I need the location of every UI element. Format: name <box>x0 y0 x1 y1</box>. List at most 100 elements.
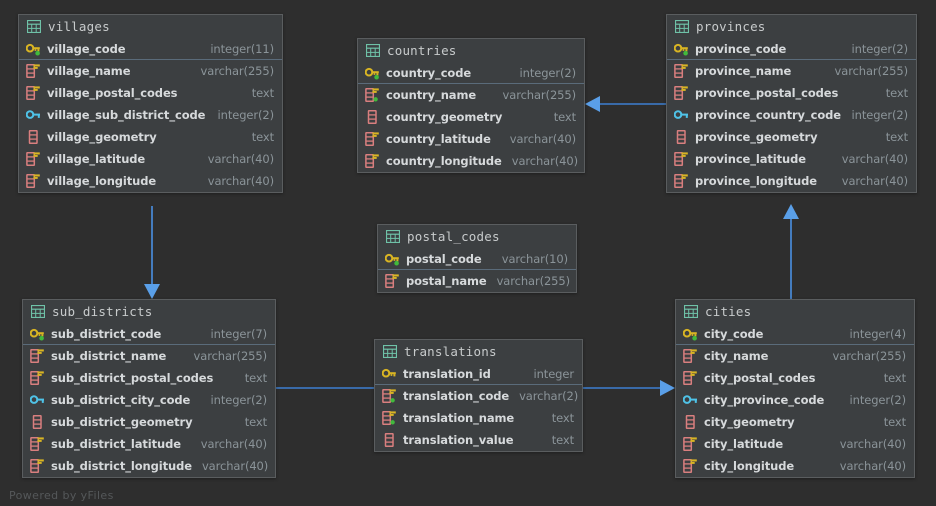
primary-key-icon <box>683 326 698 341</box>
column-icon <box>365 110 380 125</box>
indexed-column-icon <box>26 64 41 79</box>
column-name: country_geometry <box>386 110 503 124</box>
column-name: village_sub_district_code <box>47 108 206 122</box>
column-name: village_name <box>47 64 131 78</box>
indexed-column-icon-dot <box>365 88 380 103</box>
table-header-sub_districts[interactable]: sub_districts <box>23 300 275 323</box>
table-node-villages[interactable]: villages village_code integer(11) village_n… <box>18 14 283 193</box>
column-name: village_code <box>47 41 126 56</box>
column-type: integer(2) <box>849 393 907 407</box>
column-row-city_latitude[interactable]: city_latitude varchar(40) <box>676 433 914 455</box>
column-name: postal_name <box>406 274 487 288</box>
column-type: varchar(40) <box>200 437 267 451</box>
column-row-village_code[interactable]: village_code integer(11) <box>19 38 282 60</box>
table-header-cities[interactable]: cities <box>676 300 914 323</box>
foreign-key-icon <box>26 108 41 123</box>
table-header-villages[interactable]: villages <box>19 15 282 38</box>
table-title: cities <box>705 304 752 319</box>
column-type: integer(11) <box>210 41 274 56</box>
column-name: city_name <box>704 349 769 363</box>
indexed-column-icon <box>674 64 689 79</box>
column-name: city_latitude <box>704 437 784 451</box>
column-name: sub_district_name <box>51 349 167 363</box>
column-row-country_latitude[interactable]: country_latitude varchar(40) <box>358 128 584 150</box>
column-type: integer(2) <box>210 393 268 407</box>
indexed-column-icon <box>26 152 41 167</box>
column-name: village_postal_codes <box>47 86 178 100</box>
column-name: sub_district_postal_codes <box>51 371 214 385</box>
table-title: countries <box>387 43 457 58</box>
column-type: varchar(255) <box>200 64 275 78</box>
table-icon <box>674 19 689 34</box>
column-row-village_name[interactable]: village_name varchar(255) <box>19 60 282 82</box>
column-type: text <box>251 130 274 144</box>
indexed-column-icon <box>30 459 45 474</box>
column-name: translation_name <box>403 411 515 425</box>
column-name: country_latitude <box>386 132 491 146</box>
primary-key-icon <box>365 65 380 80</box>
column-name: province_geometry <box>695 130 818 144</box>
table-header-postal_codes[interactable]: postal_codes <box>378 225 576 248</box>
table-icon <box>365 43 380 58</box>
table-header-countries[interactable]: countries <box>358 39 584 62</box>
column-name: country_name <box>386 88 477 102</box>
indexed-column-icon <box>365 154 380 169</box>
column-type: integer(4) <box>849 326 907 341</box>
table-header-translations[interactable]: translations <box>375 340 582 363</box>
column-icon <box>674 130 689 145</box>
table-title: postal_codes <box>407 229 500 244</box>
table-icon <box>26 19 41 34</box>
column-type: integer(7) <box>210 326 268 341</box>
column-type: varchar(40) <box>839 437 906 451</box>
column-name: city_longitude <box>704 459 795 473</box>
primary-key-icon <box>385 251 400 266</box>
primary-key-icon <box>30 326 45 341</box>
indexed-column-icon <box>385 274 400 289</box>
indexed-column-icon <box>683 371 698 386</box>
table-header-provinces[interactable]: provinces <box>667 15 916 38</box>
column-type: varchar(40) <box>509 132 576 146</box>
